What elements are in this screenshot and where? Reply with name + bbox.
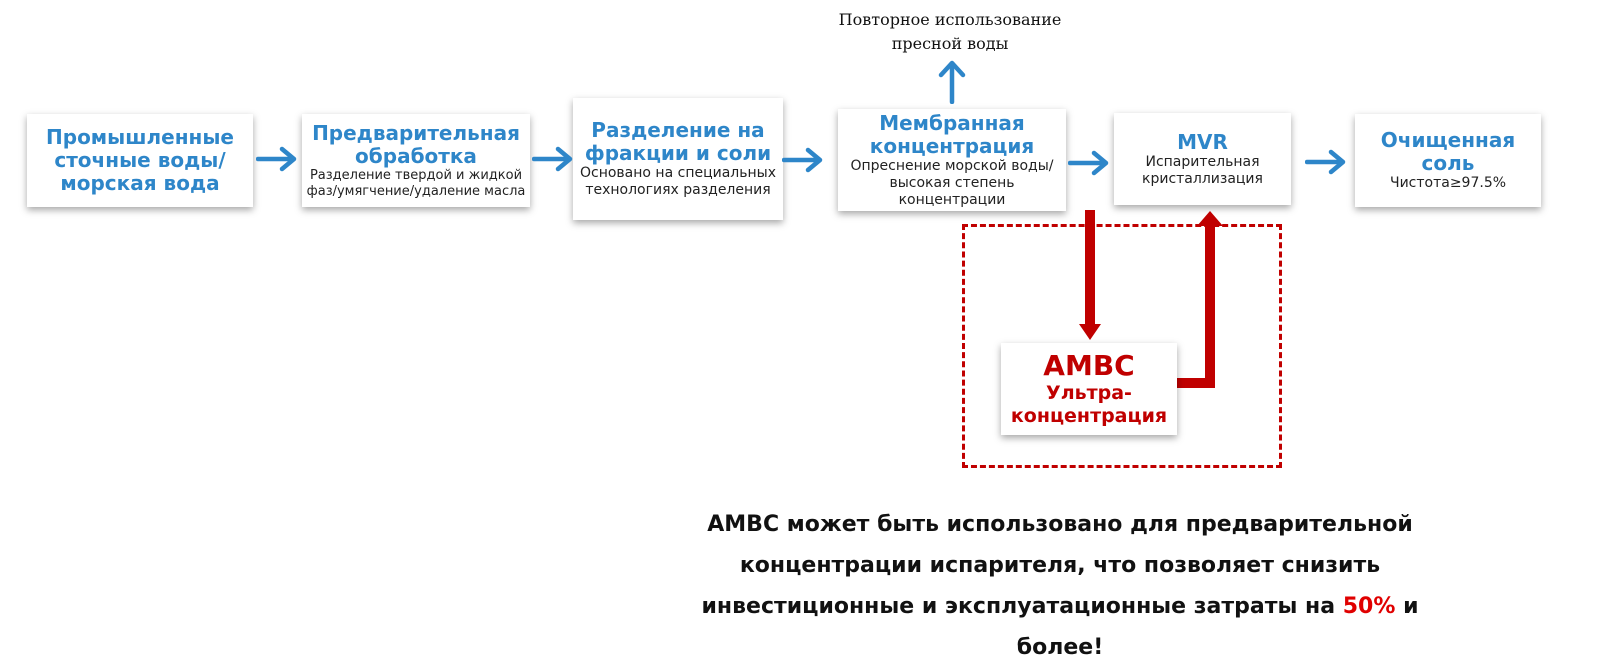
ambc-dashed-frame (962, 224, 1282, 468)
step-title: MVR (1177, 129, 1228, 154)
step-salt-separation: Разделение на фракции и соли Основано на… (573, 98, 783, 220)
step-subtitle: Опреснение морской воды/высокая степень … (850, 157, 1054, 208)
flow-arrow-icon (1305, 149, 1346, 175)
reuse-label: Повторное использование пресной воды (838, 10, 1062, 53)
step-subtitle: Чистота≥97.5% (1389, 175, 1507, 191)
step-purified-salt: Очищенная соль Чистота≥97.5% (1355, 114, 1541, 207)
ambc-box: AMBC Ультра-концентрация (1001, 343, 1177, 435)
bottom-note: AMBC может быть использовано для предвар… (660, 504, 1460, 668)
step-title: Разделение на фракции и соли (584, 118, 772, 165)
flow-arrow-icon (532, 146, 573, 172)
step-subtitle: Разделение твердой и жидкой фаз/умягчени… (306, 167, 526, 199)
step-mvr: MVR Испарительная кристаллизация (1114, 113, 1291, 205)
step-title: Промышленные сточные воды/морская вода (46, 125, 234, 195)
flow-arrow-icon (782, 147, 823, 173)
step-subtitle: Испарительная кристаллизация (1142, 153, 1263, 187)
red-down-arrow-icon (1079, 210, 1101, 340)
red-return-arrow-icon (1175, 211, 1223, 388)
step-pretreatment: Предварительная обработка Разделение тве… (302, 114, 530, 207)
step-subtitle: Основано на специальных технологиях разд… (580, 165, 776, 198)
step-membrane-concentration: Мембранная концентрация Опреснение морск… (838, 109, 1066, 211)
up-arrow-icon (938, 60, 966, 104)
bottom-note-text: AMBC может быть использовано для предвар… (701, 512, 1413, 619)
ambc-title: AMBC (1043, 349, 1135, 382)
flow-arrow-icon (256, 146, 297, 172)
flow-arrow-icon (1068, 150, 1109, 176)
step-industrial-wastewater: Промышленные сточные воды/морская вода (27, 114, 253, 207)
step-title: Очищенная соль (1380, 128, 1516, 175)
step-title: Предварительная обработка (312, 120, 520, 168)
step-title: Мембранная концентрация (869, 110, 1035, 158)
ambc-subtitle: Ультра-концентрация (1010, 382, 1168, 427)
bottom-note-highlight: 50% (1342, 594, 1396, 619)
